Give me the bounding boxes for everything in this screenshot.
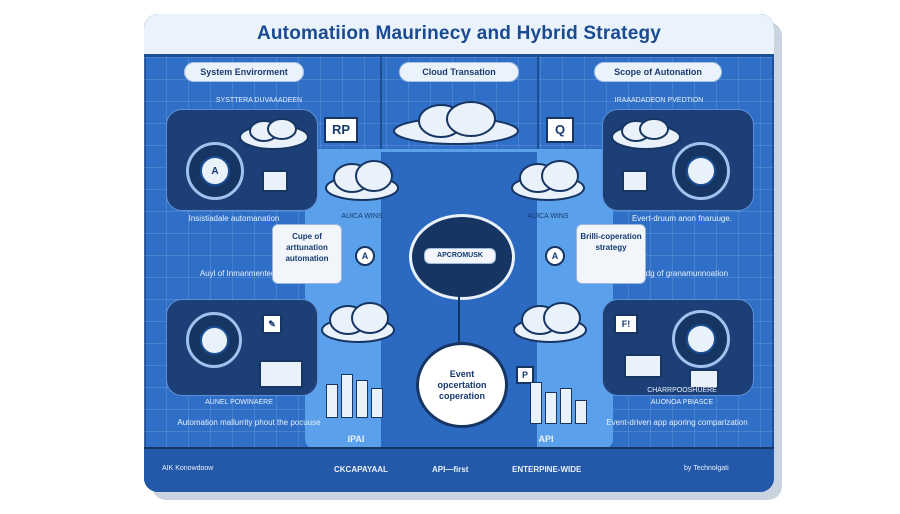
page-title: Automatiion Maurinecy and Hybrid Strateg… (256, 23, 662, 44)
document-icon (262, 170, 288, 192)
monitor-icon (259, 360, 303, 388)
footer-bar (144, 447, 774, 492)
target-core-icon (686, 324, 716, 354)
cloud-icon (513, 302, 587, 343)
gear-icon: A (186, 142, 244, 200)
target-core-icon (686, 156, 716, 186)
target-icon (672, 310, 730, 368)
footer-col2: API—first (432, 465, 469, 474)
left-top-caption: Insistiadale automanation (188, 214, 280, 223)
screen-icon (622, 170, 648, 192)
header-cloud-transition: Cloud Transation (399, 62, 519, 82)
right-bottom-title: Bridg of granamunnoation (635, 269, 729, 278)
hub-label: APCROMUSK (424, 248, 496, 264)
left-footer-caption: Automation mallurrity phout the pocuuse (177, 418, 321, 427)
node-a-right: A (545, 246, 565, 266)
node-a-left: A (355, 246, 375, 266)
edit-icon: ✎ (262, 314, 282, 334)
scope-box: Cupe of arttunation automation (272, 224, 342, 284)
cloud-icon (321, 302, 395, 343)
cloud-icon (393, 101, 519, 145)
p-badge: P (516, 366, 534, 384)
node-a-icon: A (200, 156, 230, 186)
cloud-icon (611, 118, 681, 150)
cloud-icon (511, 160, 585, 201)
footer-right: by Technolgati (684, 465, 729, 472)
right-footer-caption: Event-driven app aporing comparization (606, 418, 748, 427)
gear-core-icon (199, 325, 229, 355)
q-badge: Q (546, 117, 574, 143)
connector-arrow (458, 292, 460, 342)
header-scope-automation: Scope of Autonation (594, 62, 722, 82)
header-system-environment: System Envirorment (184, 62, 304, 82)
infographic-frame: Automatiion Maurinecy and Hybrid Strateg… (144, 14, 774, 492)
subcaption-right: IRAAADADEON PVEDTION (614, 97, 704, 104)
cloud-icon (239, 118, 309, 150)
rp-badge: RP (324, 117, 358, 143)
server-icon (624, 354, 662, 378)
right-bottom-caption: AUONOA PBIASCE (650, 399, 714, 406)
bar-chart-icon (530, 382, 587, 424)
cloud-icon (325, 160, 399, 201)
gear-icon (186, 312, 242, 368)
ipai-label: IPAI (347, 434, 365, 444)
building-stack-icon (326, 374, 383, 418)
subcaption-left: SYSTTERA DUVAAADEEN (215, 97, 303, 104)
right-top-caption: Evert-druum anon fnaruuge. (631, 214, 733, 223)
title-bar: Automatiion Maurinecy and Hybrid Strateg… (144, 14, 774, 57)
strategy-box: Brilli-coperation strategy (576, 224, 646, 284)
right-wing-label: AUICA WINS (527, 213, 569, 220)
left-wing-label: AUICA WINS (341, 213, 383, 220)
left-bottom-caption: AUNEL POWINAERE (205, 399, 273, 406)
footer-col3: ENTERPINE-WIDE (512, 465, 582, 474)
f-badge: F! (614, 314, 638, 334)
target-icon (672, 142, 730, 200)
footer-col1: CKCAPAYAAL (334, 465, 388, 474)
footer-left: AIK Konowdoow (162, 465, 214, 472)
event-circle: Event opcertation coperation (416, 342, 508, 428)
right-mini-caption: CHARRPOOSHUERE (647, 387, 717, 394)
api-label: API (538, 434, 554, 444)
laptop-icon (689, 369, 719, 389)
left-bottom-title: Auyl of Inmanmented) (199, 269, 279, 278)
event-label: Event opcertation coperation (437, 368, 487, 401)
